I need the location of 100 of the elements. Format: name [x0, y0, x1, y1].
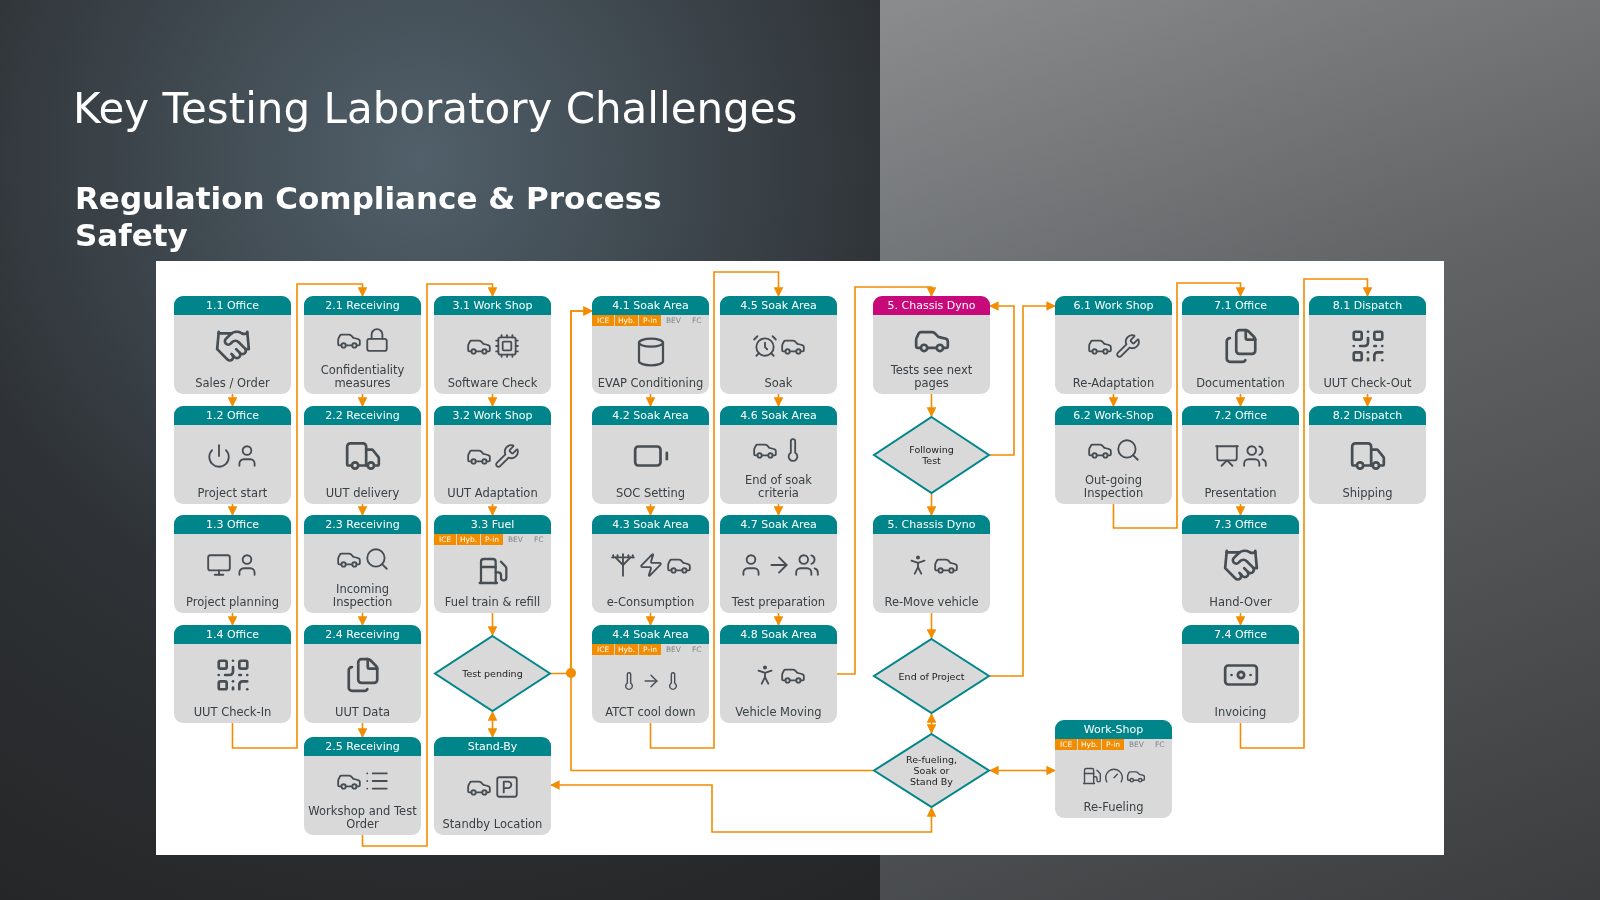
card-label: SOC Setting	[614, 487, 687, 502]
arrow	[361, 283, 498, 847]
arrow	[231, 283, 368, 749]
card-header: 6.2 Work-Shop	[1055, 406, 1172, 425]
arrow	[645, 612, 656, 626]
process-card	[434, 296, 551, 394]
arrow	[773, 612, 784, 626]
process-card	[174, 406, 291, 504]
card-header: 7.2 Office	[1182, 406, 1299, 425]
card-header: 4.3 Soak Area	[592, 515, 709, 534]
process-card	[720, 625, 837, 723]
card-header: 5. Chassis Dyno	[873, 515, 990, 534]
diamond-label: End of Project	[898, 670, 965, 682]
process-card	[1182, 296, 1299, 394]
card-label: Re-Adaptation	[1071, 377, 1156, 392]
card-header: 3.3 Fuel	[434, 515, 551, 534]
card-label: Incoming Inspection	[331, 583, 394, 611]
card-label: Software Check	[446, 377, 539, 392]
card-label: ATCT cool down	[604, 706, 697, 721]
arrow	[989, 301, 1015, 456]
process-card	[1182, 625, 1299, 723]
card-label: UUT Check-In	[192, 706, 273, 721]
arrow	[487, 612, 498, 636]
card-label: Soak	[763, 377, 794, 392]
card-label: e-Consumption	[605, 596, 696, 611]
arrow	[1235, 612, 1246, 626]
arrow	[926, 713, 937, 734]
card-label: Standby Location	[441, 818, 544, 833]
arrow	[570, 306, 874, 772]
card-label: Workshop and Test Order	[307, 805, 418, 833]
diamond-label: Test pending	[462, 668, 523, 679]
arrow	[1362, 393, 1373, 407]
process-card	[304, 515, 421, 613]
card-header: 1.1 Office	[174, 296, 291, 315]
process-card	[720, 515, 837, 613]
arrow	[773, 503, 784, 516]
process-card	[720, 296, 837, 394]
card-header: 3.1 Work Shop	[434, 296, 551, 315]
card-label: Documentation	[1195, 377, 1286, 392]
card-label: UUT delivery	[324, 487, 401, 502]
decision-diamond	[434, 635, 551, 712]
card-label: Tests see next pages	[889, 364, 974, 392]
arrow	[357, 722, 368, 738]
card-header: 4.2 Soak Area	[592, 406, 709, 425]
arrow	[227, 612, 238, 626]
card-label: Vehicle Moving	[734, 706, 823, 721]
card-header: 6.1 Work Shop	[1055, 296, 1172, 315]
card-header: Work-Shop	[1055, 720, 1172, 739]
arrow	[645, 393, 656, 407]
card-header: 1.4 Office	[174, 625, 291, 644]
card-header: 8.2 Dispatch	[1309, 406, 1426, 425]
arrow	[487, 503, 498, 516]
process-card	[873, 296, 990, 394]
card-label: UUT Check-Out	[1322, 377, 1413, 392]
card-header: 2.2 Receiving	[304, 406, 421, 425]
arrow	[487, 711, 498, 738]
arrow	[357, 393, 368, 407]
arrow	[487, 393, 498, 407]
process-card	[720, 406, 837, 504]
card-header: 2.5 Receiving	[304, 737, 421, 756]
arrow	[926, 493, 937, 516]
card-header: 4.6 Soak Area	[720, 406, 837, 425]
process-card	[1182, 406, 1299, 504]
arrow	[1235, 503, 1246, 516]
process-card	[1309, 296, 1426, 394]
decision-diamond	[873, 733, 990, 808]
process-card	[1182, 515, 1299, 613]
diamond-label: Following Test	[908, 444, 955, 466]
card-header: 4.7 Soak Area	[720, 515, 837, 534]
arrow	[649, 271, 784, 749]
arrow	[989, 301, 1056, 677]
process-card	[174, 515, 291, 613]
card-header: 1.3 Office	[174, 515, 291, 534]
card-label: Test preparation	[730, 596, 827, 611]
arrow	[645, 503, 656, 516]
card-label: EVAP Conditioning	[596, 377, 705, 392]
card-label: Out-going Inspection	[1082, 474, 1145, 502]
card-label: Project start	[196, 487, 269, 502]
arrow	[1239, 278, 1373, 749]
process-card	[592, 296, 709, 394]
card-label: Re-Fueling	[1082, 801, 1145, 816]
process-card	[1055, 296, 1172, 394]
diamond-label: Re-fueling, Soak or Stand By	[905, 754, 958, 787]
arrow	[1112, 282, 1246, 529]
card-label: End of soak criteria	[744, 474, 813, 502]
process-card	[1055, 406, 1172, 504]
card-header: 2.1 Receiving	[304, 296, 421, 315]
card-header: 2.3 Receiving	[304, 515, 421, 534]
process-card	[304, 296, 421, 394]
card-label: Presentation	[1203, 487, 1278, 502]
card-header: 5. Chassis Dyno	[873, 296, 990, 315]
arrow	[357, 612, 368, 626]
slide-subtitle: Regulation Compliance & Process Safety	[75, 180, 663, 254]
card-header: 4.8 Soak Area	[720, 625, 837, 644]
arrow	[227, 503, 238, 516]
card-header: 7.3 Office	[1182, 515, 1299, 534]
process-card	[592, 515, 709, 613]
card-label: Fuel train & refill	[443, 596, 542, 611]
arrow	[926, 393, 937, 417]
process-card	[434, 406, 551, 504]
